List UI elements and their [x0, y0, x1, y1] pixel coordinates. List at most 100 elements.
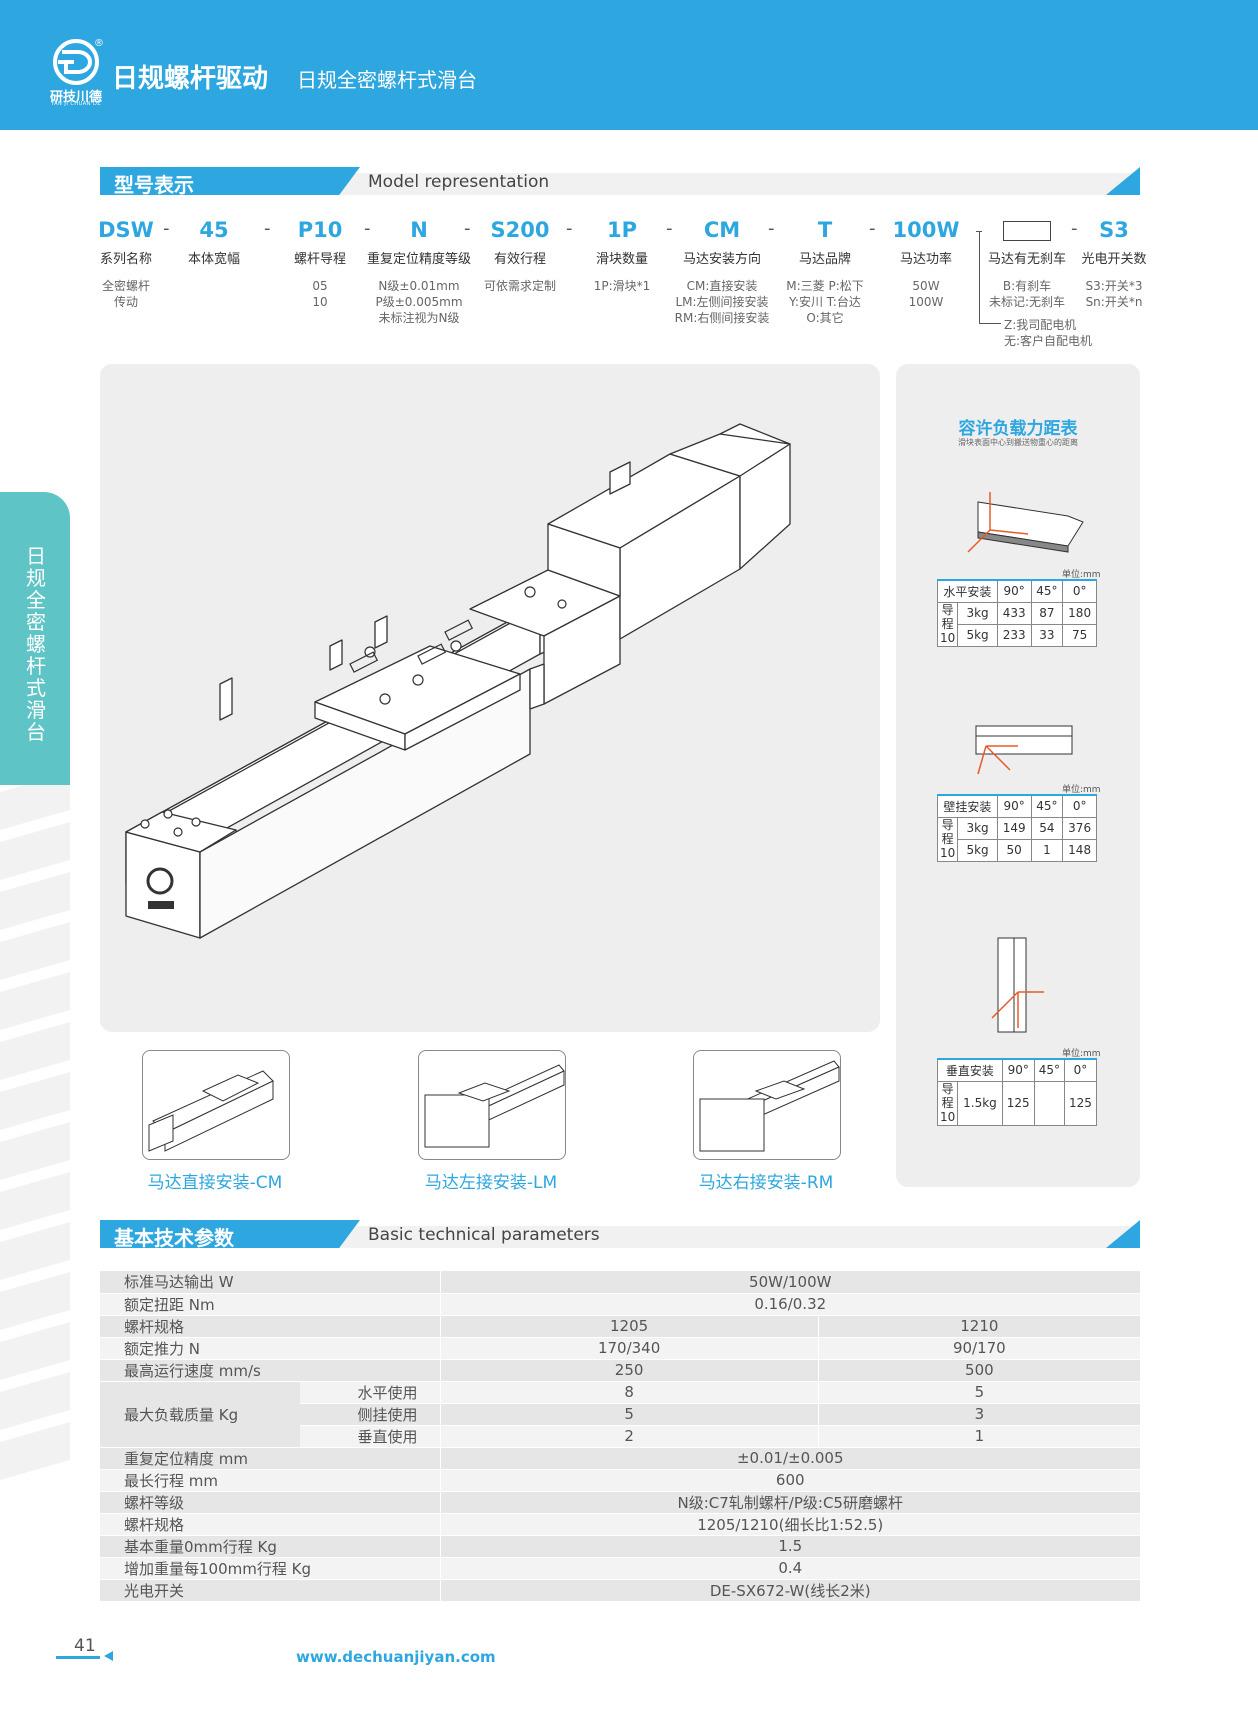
page-number-underline — [56, 1656, 100, 1659]
desc-line: P级±0.005mm — [375, 295, 463, 309]
param-value: 3 — [817, 1403, 1140, 1426]
desc-line: 10 — [312, 295, 328, 309]
param-value: 2 — [439, 1425, 819, 1448]
value-cell: 149 — [996, 816, 1032, 840]
model-code-label: 马达有无刹车 — [987, 252, 1066, 267]
load-table-title: 容许负载力距表 — [958, 419, 1078, 439]
value-cell: 125 — [1001, 1080, 1035, 1126]
model-code: T — [817, 218, 833, 242]
param-label: 螺杆规格 — [100, 1315, 440, 1338]
desc-line: 传动 — [113, 295, 138, 309]
param-sublabel: 侧挂使用 — [300, 1403, 440, 1426]
value-cell: 33 — [1030, 623, 1064, 647]
param-value: 5 — [817, 1381, 1140, 1404]
params-section-header: 基本技术参数 Basic technical parameters — [100, 1220, 1140, 1250]
angle-header: 90° — [996, 579, 1032, 603]
param-label: 重复定位精度 mm — [100, 1447, 440, 1470]
value-cell: 87 — [1030, 601, 1064, 625]
param-value: DE-SX672-W(线长2米) — [439, 1579, 1140, 1602]
slide-rail-illustration — [125, 423, 791, 939]
param-value: 1.5 — [439, 1535, 1140, 1558]
table-header: 壁挂安装 — [937, 794, 998, 818]
registered-mark: ® — [94, 38, 104, 49]
param-value: 1205 — [439, 1315, 819, 1338]
lead-label: 导程10 — [936, 816, 959, 862]
weight-cell: 5kg — [957, 623, 998, 647]
model-dash: - — [566, 218, 573, 239]
params-section-title-en: Basic technical parameters — [368, 1225, 600, 1245]
load-table-subtitle: 滑块表面中心到搬送物重心的距离 — [958, 438, 1078, 447]
unit-label: 单位:mm — [1062, 785, 1101, 795]
model-code: DSW — [98, 218, 154, 242]
desc-line: CM:直接安装 — [686, 279, 758, 293]
side-stripes-decoration — [0, 772, 70, 1480]
model-dash: - — [364, 218, 371, 239]
page-subtitle: 日规全密螺杆式滑台 — [297, 68, 477, 92]
weight-cell: 5kg — [957, 838, 998, 862]
model-code: 45 — [199, 218, 229, 242]
param-value: 90/170 — [817, 1337, 1140, 1360]
angle-header: 0° — [1063, 1058, 1098, 1082]
website-link[interactable]: www.dechuanjiyan.com — [296, 1648, 496, 1666]
value-cell: 125 — [1063, 1080, 1098, 1126]
z-note-line: Z:我司配电机 — [1004, 318, 1077, 332]
model-code: S3 — [1099, 218, 1129, 242]
desc-line: 05 — [312, 279, 328, 293]
param-value: 8 — [439, 1381, 819, 1404]
angle-header: 0° — [1062, 794, 1097, 818]
desc-line: Y:安川 T:台达 — [789, 295, 861, 309]
desc-line: M:三菱 P:松下 — [786, 279, 864, 293]
param-sublabel: 垂直使用 — [300, 1425, 440, 1448]
brand-name: 研技川德 — [49, 90, 102, 105]
brand-name-en: YAN JI CHUAN DE — [50, 101, 102, 107]
model-code-desc: CM:直接安装 LM:左侧间接安装 RM:右侧间接安装 — [642, 278, 802, 326]
param-label: 最高运行速度 mm/s — [100, 1359, 440, 1382]
vertical-mount-diagram — [991, 937, 1044, 1033]
param-value: 250 — [439, 1359, 819, 1382]
bracket-tick — [976, 231, 982, 232]
z-note-line: 无:客户自配电机 — [1004, 334, 1093, 348]
param-label: 螺杆规格 — [100, 1513, 440, 1536]
page-title: 日规螺杆驱动 — [112, 64, 269, 94]
page-number: 41 — [74, 1636, 96, 1656]
model-code-label: 马达安装方向 — [682, 252, 761, 267]
value-cell: 54 — [1030, 816, 1064, 840]
motor-supply-note: Z:我司配电机 无:客户自配电机 — [1004, 317, 1092, 349]
value-cell: 50 — [996, 838, 1032, 862]
weight-cell: 3kg — [957, 601, 998, 625]
product-image-panel — [100, 364, 880, 1032]
model-section-title-en: Model representation — [368, 172, 550, 192]
param-label: 额定推力 N — [100, 1337, 440, 1360]
desc-line: RM:右侧间接安装 — [674, 311, 770, 325]
model-dash: - — [869, 218, 876, 239]
lead-label: 导程10 — [936, 601, 959, 647]
value-cell: 433 — [996, 601, 1032, 625]
install-lm-caption: 马达左接安装-LM — [424, 1173, 558, 1193]
desc-line: 全密螺杆 — [101, 279, 150, 293]
desc-line: LM:左侧间接安装 — [675, 295, 769, 309]
model-code-desc: 1P:滑块*1 — [542, 278, 702, 294]
model-code-label: 重复定位精度等级 — [366, 252, 471, 267]
angle-header: 45° — [1033, 1058, 1065, 1082]
param-value: 170/340 — [439, 1337, 819, 1360]
model-code-label: 本体宽幅 — [187, 252, 240, 267]
desc-line: Sn:开关*n — [1085, 295, 1143, 309]
param-value: 50W/100W — [439, 1271, 1140, 1294]
param-label: 光电开关 — [100, 1579, 440, 1602]
page-header: 研技川德 YAN JI CHUAN DE ® 日规螺杆驱动 日规全密螺杆式滑台 — [0, 0, 1258, 130]
param-sublabel: 水平使用 — [300, 1381, 440, 1404]
desc-line: O:其它 — [806, 311, 844, 325]
model-code-label: 光电开关数 — [1081, 252, 1147, 267]
param-label: 最大负载质量 Kg — [100, 1381, 300, 1448]
model-dash: - — [464, 218, 471, 239]
